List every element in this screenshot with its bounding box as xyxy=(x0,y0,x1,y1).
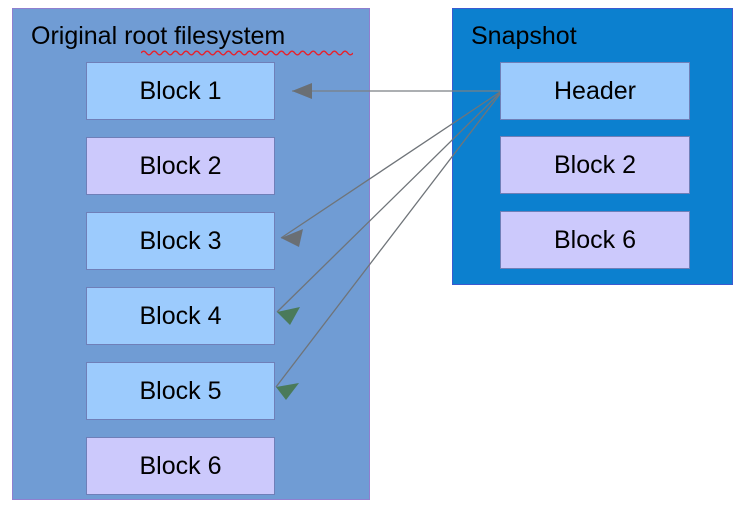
snapshot-title-text: Snapshot xyxy=(471,22,577,50)
original-block-5[interactable]: Block 5 xyxy=(86,362,275,420)
snapshot-block-2-label: Block 2 xyxy=(554,151,636,179)
snapshot-title: Snapshot xyxy=(471,21,577,51)
original-block-1[interactable]: Block 1 xyxy=(86,62,275,120)
snapshot-block-header[interactable]: Header xyxy=(500,62,690,120)
original-filesystem-title: Original root filesystem xyxy=(31,21,285,51)
snapshot-block-6-label: Block 6 xyxy=(554,226,636,254)
snapshot-block-header-label: Header xyxy=(554,77,636,105)
snapshot-block-2[interactable]: Block 2 xyxy=(500,136,690,194)
original-block-3[interactable]: Block 3 xyxy=(86,212,275,270)
original-filesystem-title-text: Original root filesystem xyxy=(31,22,286,50)
original-block-6-label: Block 6 xyxy=(139,452,222,480)
snapshot-block-6[interactable]: Block 6 xyxy=(500,211,690,269)
original-block-1-label: Block 1 xyxy=(139,77,222,105)
original-block-5-label: Block 5 xyxy=(139,377,222,405)
original-block-4-label: Block 4 xyxy=(139,302,222,330)
original-block-2[interactable]: Block 2 xyxy=(86,137,275,195)
original-block-2-label: Block 2 xyxy=(139,152,222,180)
original-block-3-label: Block 3 xyxy=(139,227,222,255)
original-block-4[interactable]: Block 4 xyxy=(86,287,275,345)
original-block-6[interactable]: Block 6 xyxy=(86,437,275,495)
